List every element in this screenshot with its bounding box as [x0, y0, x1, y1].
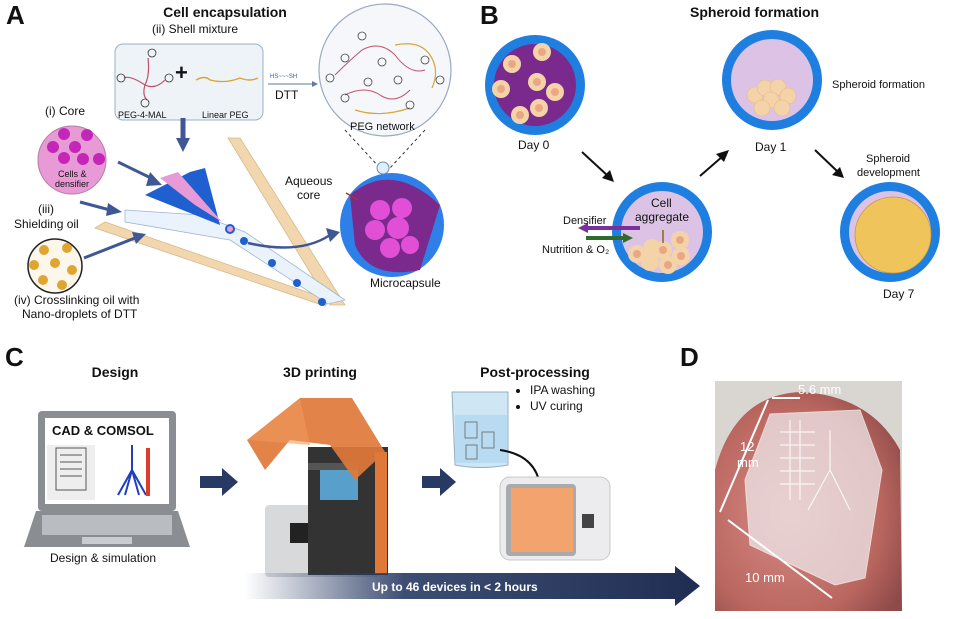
oil-channel-top: [227, 137, 346, 306]
crosslinking-oil-line2: Nano-droplets of DTT: [22, 307, 138, 321]
spheroid-development-line2: development: [857, 167, 920, 179]
shielding-oil-line2: Shielding oil: [14, 217, 79, 231]
arrow-print-to-post: [422, 476, 442, 488]
post-item: IPA washing: [530, 382, 595, 398]
core-cells: [47, 128, 105, 165]
panel-c-letter: C: [5, 342, 24, 372]
dim-height-line1: 12: [740, 439, 755, 454]
panel-b-letter: B: [480, 0, 499, 30]
dtt-formula: HS~~~SH: [270, 74, 298, 80]
dim-width-label: 5.6 mm: [798, 382, 842, 397]
aqueous-core-line2: core: [297, 188, 321, 202]
core-label: (i) Core: [45, 104, 86, 118]
spheroid-formation-label: Spheroid formation: [832, 79, 925, 91]
arrow-design-to-print: [200, 476, 224, 488]
design-caption: Design & simulation: [50, 551, 157, 565]
day0-label: Day 0: [518, 138, 550, 152]
panel-d-letter: D: [680, 342, 699, 372]
droplets: [225, 224, 326, 306]
shell-mixture-label: (ii) Shell mixture: [151, 22, 238, 36]
cell-aggregate-line1: Cell: [651, 196, 672, 210]
peg-network-circle: [318, 3, 452, 137]
core-content-line1: Cells &: [58, 169, 87, 179]
shielding-oil-line1: (iii): [38, 202, 54, 216]
day7-spheroid: [854, 196, 932, 274]
dtt-label: DTT: [275, 88, 299, 102]
post-processing-title: Post-processing: [480, 364, 590, 380]
microfluidic-device: [744, 409, 883, 586]
core-content-line2: densifier: [55, 179, 90, 189]
panel-a-graphics: [27, 3, 452, 307]
panel-a-letter: A: [6, 0, 25, 30]
panel-b-title: Spheroid formation: [690, 4, 820, 20]
peg4mal-label: PEG-4-MAL: [118, 110, 167, 120]
aqueous-core-line1: Aqueous: [285, 174, 333, 188]
panel-a-title: Cell encapsulation: [163, 4, 287, 20]
panel-b-graphics: [485, 30, 940, 282]
dim-height-line: [719, 399, 769, 513]
crosslinking-oil-line1: (iv) Crosslinking oil with: [14, 293, 140, 307]
spheroid-development-line1: Spheroid: [866, 153, 911, 165]
dim-length-line: [727, 519, 833, 599]
densifier-label: Densifier: [563, 215, 607, 227]
core-nozzle: [160, 172, 222, 222]
shell-mixture-box: [114, 43, 264, 121]
cell-aggregate-line2: aggregate: [635, 210, 690, 224]
post-item: UV curing: [530, 398, 595, 414]
banner-arrow: [245, 566, 700, 606]
linear-peg-icon: [195, 76, 259, 83]
printing-title: 3D printing: [283, 364, 357, 380]
design-title: Design: [91, 364, 139, 380]
linear-peg-label: Linear PEG: [202, 110, 249, 120]
banner-text: Up to 46 devices in < 2 hours: [372, 580, 538, 594]
day7-label: Day 7: [883, 287, 915, 301]
day1-label: Day 1: [755, 140, 787, 154]
screen-text: CAD & COMSOL: [52, 423, 154, 438]
dim-height-line2: mm: [737, 455, 759, 470]
day0-cells: [492, 43, 564, 124]
microcapsule-label: Microcapsule: [370, 276, 441, 290]
plus-label: +: [175, 60, 188, 85]
nutrition-label: Nutrition & O₂: [542, 244, 610, 256]
post-processing-list: IPA washing UV curing: [516, 382, 595, 414]
microcapsule-cells: [365, 198, 419, 258]
shell-nozzle: [145, 168, 220, 225]
dim-length-label: 10 mm: [745, 570, 785, 585]
peg-network-label: PEG network: [350, 121, 415, 133]
